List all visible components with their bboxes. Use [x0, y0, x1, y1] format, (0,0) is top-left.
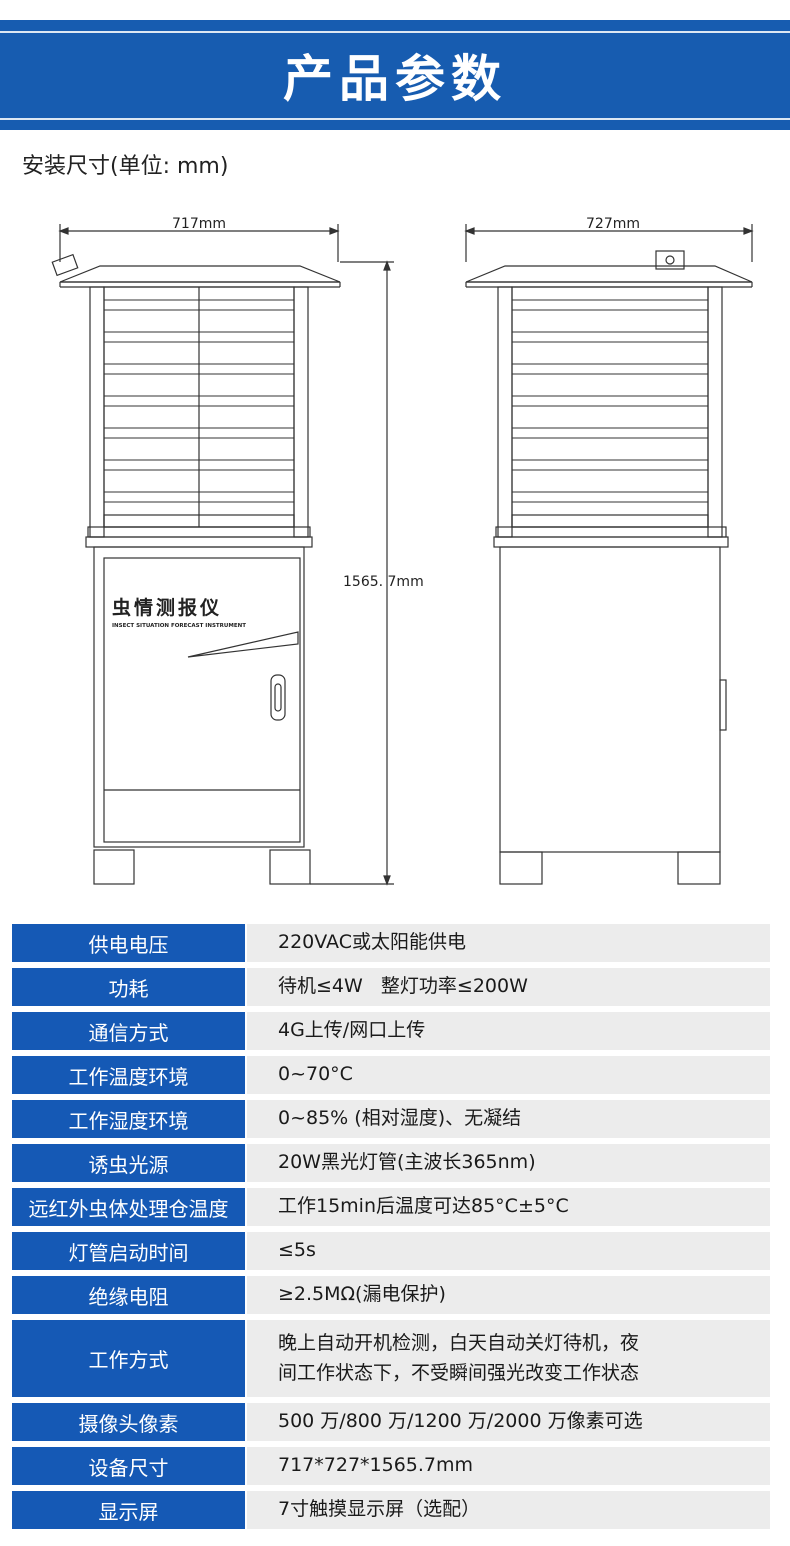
spec-row: 功耗 待机≤4W 整灯功率≤200W — [12, 968, 770, 1006]
spec-row: 远红外虫体处理仓温度 工作15min后温度可达85°C±5°C — [12, 1188, 770, 1226]
spec-row: 绝缘电阻 ≥2.5MΩ(漏电保护) — [12, 1276, 770, 1314]
page-title: 产品参数 — [283, 50, 507, 108]
spec-label: 通信方式 — [12, 1012, 245, 1050]
cabinet-subtitle: INSECT SITUATION FORECAST INSTRUMENT — [112, 623, 246, 629]
spec-row: 供电电压 220VAC或太阳能供电 — [12, 924, 770, 962]
spec-value: 0~70°C — [247, 1056, 770, 1094]
spec-row: 工作温度环境 0~70°C — [12, 1056, 770, 1094]
spec-label: 显示屏 — [12, 1491, 245, 1529]
spec-row: 通信方式 4G上传/网口上传 — [12, 1012, 770, 1050]
spec-row: 工作方式 晚上自动开机检测，白天自动关灯待机，夜 间工作状态下，不受瞬间强光改变… — [12, 1320, 770, 1397]
spec-value: 220VAC或太阳能供电 — [247, 924, 770, 962]
spec-value: 0~85% (相对湿度)、无凝结 — [247, 1100, 770, 1138]
spec-label: 灯管启动时间 — [12, 1232, 245, 1270]
spec-row: 设备尺寸 717*727*1565.7mm — [12, 1447, 770, 1485]
spec-label: 绝缘电阻 — [12, 1276, 245, 1314]
spec-value: 717*727*1565.7mm — [247, 1447, 770, 1485]
spec-label: 工作温度环境 — [12, 1056, 245, 1094]
spec-value: 工作15min后温度可达85°C±5°C — [247, 1188, 770, 1226]
spec-row: 诱虫光源 20W黑光灯管(主波长365nm) — [12, 1144, 770, 1182]
spec-value: ≥2.5MΩ(漏电保护) — [247, 1276, 770, 1314]
banner-line-bottom — [0, 118, 790, 120]
banner-line-top — [0, 31, 790, 33]
spec-row: 摄像头像素 500 万/800 万/1200 万/2000 万像素可选 — [12, 1403, 770, 1441]
spec-value: 7寸触摸显示屏（选配） — [247, 1491, 770, 1529]
spec-label: 功耗 — [12, 968, 245, 1006]
spec-value: 4G上传/网口上传 — [247, 1012, 770, 1050]
spec-label: 诱虫光源 — [12, 1144, 245, 1182]
spec-row: 灯管启动时间 ≤5s — [12, 1232, 770, 1270]
side-width-label: 727mm — [586, 216, 640, 232]
install-dimensions-label: 安装尺寸(单位: mm) — [22, 154, 229, 179]
spec-row: 工作湿度环境 0~85% (相对湿度)、无凝结 — [12, 1100, 770, 1138]
spec-label: 摄像头像素 — [12, 1403, 245, 1441]
spec-row: 显示屏 7寸触摸显示屏（选配） — [12, 1491, 770, 1529]
height-label: 1565. 7mm — [343, 574, 424, 590]
spec-value: 待机≤4W 整灯功率≤200W — [247, 968, 770, 1006]
cabinet-name: 虫情测报仪 — [112, 596, 222, 619]
spec-value: 20W黑光灯管(主波长365nm) — [247, 1144, 770, 1182]
spec-label: 供电电压 — [12, 924, 245, 962]
spec-label: 设备尺寸 — [12, 1447, 245, 1485]
technical-drawing: 717mm 727mm 1565. 7mm 虫情测报仪 INSECT SITUA… — [51, 216, 754, 886]
spec-value: 晚上自动开机检测，白天自动关灯待机，夜 间工作状态下，不受瞬间强光改变工作状态 — [247, 1320, 770, 1397]
header-banner — [0, 20, 790, 130]
spec-value: ≤5s — [247, 1232, 770, 1270]
spec-label: 工作方式 — [12, 1320, 245, 1397]
spec-label: 远红外虫体处理仓温度 — [12, 1188, 245, 1226]
spec-table: 供电电压 220VAC或太阳能供电 功耗 待机≤4W 整灯功率≤200W 通信方… — [12, 924, 770, 1535]
spec-value: 500 万/800 万/1200 万/2000 万像素可选 — [247, 1403, 770, 1441]
front-width-label: 717mm — [172, 216, 226, 232]
spec-label: 工作湿度环境 — [12, 1100, 245, 1138]
